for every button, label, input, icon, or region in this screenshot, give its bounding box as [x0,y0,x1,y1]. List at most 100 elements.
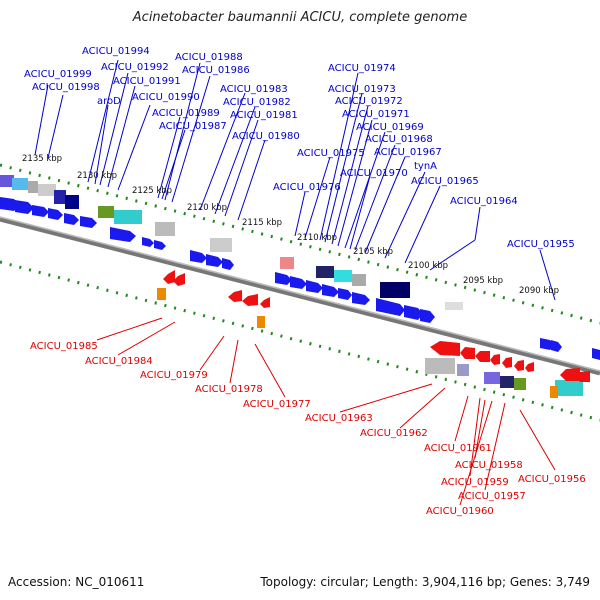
gene-block [550,386,558,398]
reverse-leader-lines [96,317,556,506]
gene-arrow [502,357,512,368]
gene-arrow [142,237,154,247]
gene-arrow [592,348,600,360]
scale-label: 2105 kbp [353,247,393,257]
gene-block [484,372,500,384]
gene-label: ACICU_01985 [30,341,98,352]
gene-arrow [173,273,185,286]
gene-label: ACICU_01963 [305,413,373,424]
gene-block [12,178,28,190]
gene-label: ACICU_01957 [458,491,526,502]
gene-label: ACICU_01977 [243,399,311,410]
gene-block [445,302,463,310]
gene-arrow [15,200,34,214]
scale-label: 2100 kbp [408,261,448,271]
gene-arrow [222,258,234,270]
gene-arrow [525,362,534,372]
gene-block [98,206,114,218]
gene-block [257,316,265,328]
scale-label: 2110 kbp [297,233,337,243]
gene-label: ACICU_01980 [232,131,300,142]
gene-label: ACICU_01969 [356,122,424,133]
genome-map: 2135 kbp 2130 kbp 2125 kbp 2120 kbp 2115… [0,46,600,517]
genome-summary-text: Topology: circular; Length: 3,904,116 bp… [260,575,590,589]
gene-block [210,238,232,252]
reverse-scale-line [0,260,600,422]
scale-label: 2095 kbp [463,276,503,286]
gene-block [514,378,526,390]
gene-label: ACICU_01987 [159,121,227,132]
gene-label: ACICU_01989 [152,108,220,119]
gene-block [425,358,455,374]
gene-arrow [306,280,323,293]
gene-label: ACICU_01965 [411,176,479,187]
gene-label: ACICU_01994 [82,46,150,57]
reverse-genes [157,270,590,398]
gene-label: ACICU_01992 [101,62,169,73]
gene-label: ACICU_01970 [340,168,408,179]
gene-arrow [338,288,352,300]
gene-block [54,190,66,204]
gene-arrow [460,347,475,359]
gene-arrow [551,340,562,352]
scale-label: 2125 kbp [132,186,172,196]
gene-label: ACICU_01991 [113,76,181,87]
gene-arrow [322,284,339,297]
gene-label: ACICU_01988 [175,52,243,63]
gene-label: ACICU_01981 [230,110,298,121]
gene-block [352,274,366,286]
gene-block [457,364,469,376]
gene-label: ACICU_01964 [450,196,518,207]
forward-genes [0,175,600,396]
gene-label: ACICU_01982 [223,97,291,108]
gene-arrow [430,341,460,356]
gene-label: ACICU_01999 [24,69,92,80]
genome-backbone [0,216,600,376]
gene-arrow [190,250,207,263]
scale-label: 2130 kbp [77,171,117,181]
scale-label: 2135 kbp [22,154,62,164]
gene-block [0,175,14,187]
gene-label: ACICU_01971 [342,109,410,120]
gene-arrow [110,227,136,242]
map-title: Acinetobacter baumannii ACICU, complete … [132,10,468,25]
gene-label: ACICU_01955 [507,239,575,250]
gene-label: ACICU_01968 [365,134,433,145]
gene-label: ACICU_01986 [182,65,250,76]
gene-label: ACICU_01958 [455,460,523,471]
gene-label: ACICU_01983 [220,84,288,95]
scale-labels: 2135 kbp 2130 kbp 2125 kbp 2120 kbp 2115… [22,154,559,296]
gene-block [65,195,79,209]
gene-block [380,282,410,298]
scale-label: 2120 kbp [187,203,227,213]
gene-arrow [275,272,292,285]
gene-arrow [163,270,175,284]
scale-label: 2090 kbp [519,286,559,296]
gene-arrow [206,254,223,267]
gene-label: ACICU_01998 [32,82,100,93]
gene-label: ACICU_01959 [441,477,509,488]
gene-arrow [376,298,405,316]
gene-label: ACICU_01978 [195,384,263,395]
gene-block [28,181,38,193]
gene-label: ACICU_01956 [518,474,586,485]
forward-scale-line [0,163,600,325]
forward-labels: ACICU_01994 ACICU_01999 ACICU_01992 ACIC… [24,46,575,250]
gene-arrow [260,297,270,308]
reverse-labels: ACICU_01985 ACICU_01984 ACICU_01979 ACIC… [30,341,586,517]
gene-label: ACICU_01973 [328,84,396,95]
gene-label: ACICU_01967 [374,147,442,158]
gene-arrow [48,208,63,220]
gene-label: ACICU_01960 [426,506,494,517]
gene-arrow [352,292,370,305]
forward-leader-lines [34,59,556,301]
gene-arrow [514,360,524,371]
gene-arrow [404,305,423,320]
gene-arrow [560,368,580,381]
gene-label: tynA [414,161,437,172]
scale-label: 2115 kbp [242,218,282,228]
gene-arrow [475,351,490,362]
gene-label: aroD [97,96,121,107]
gene-block [555,380,583,396]
gene-block [157,288,166,300]
